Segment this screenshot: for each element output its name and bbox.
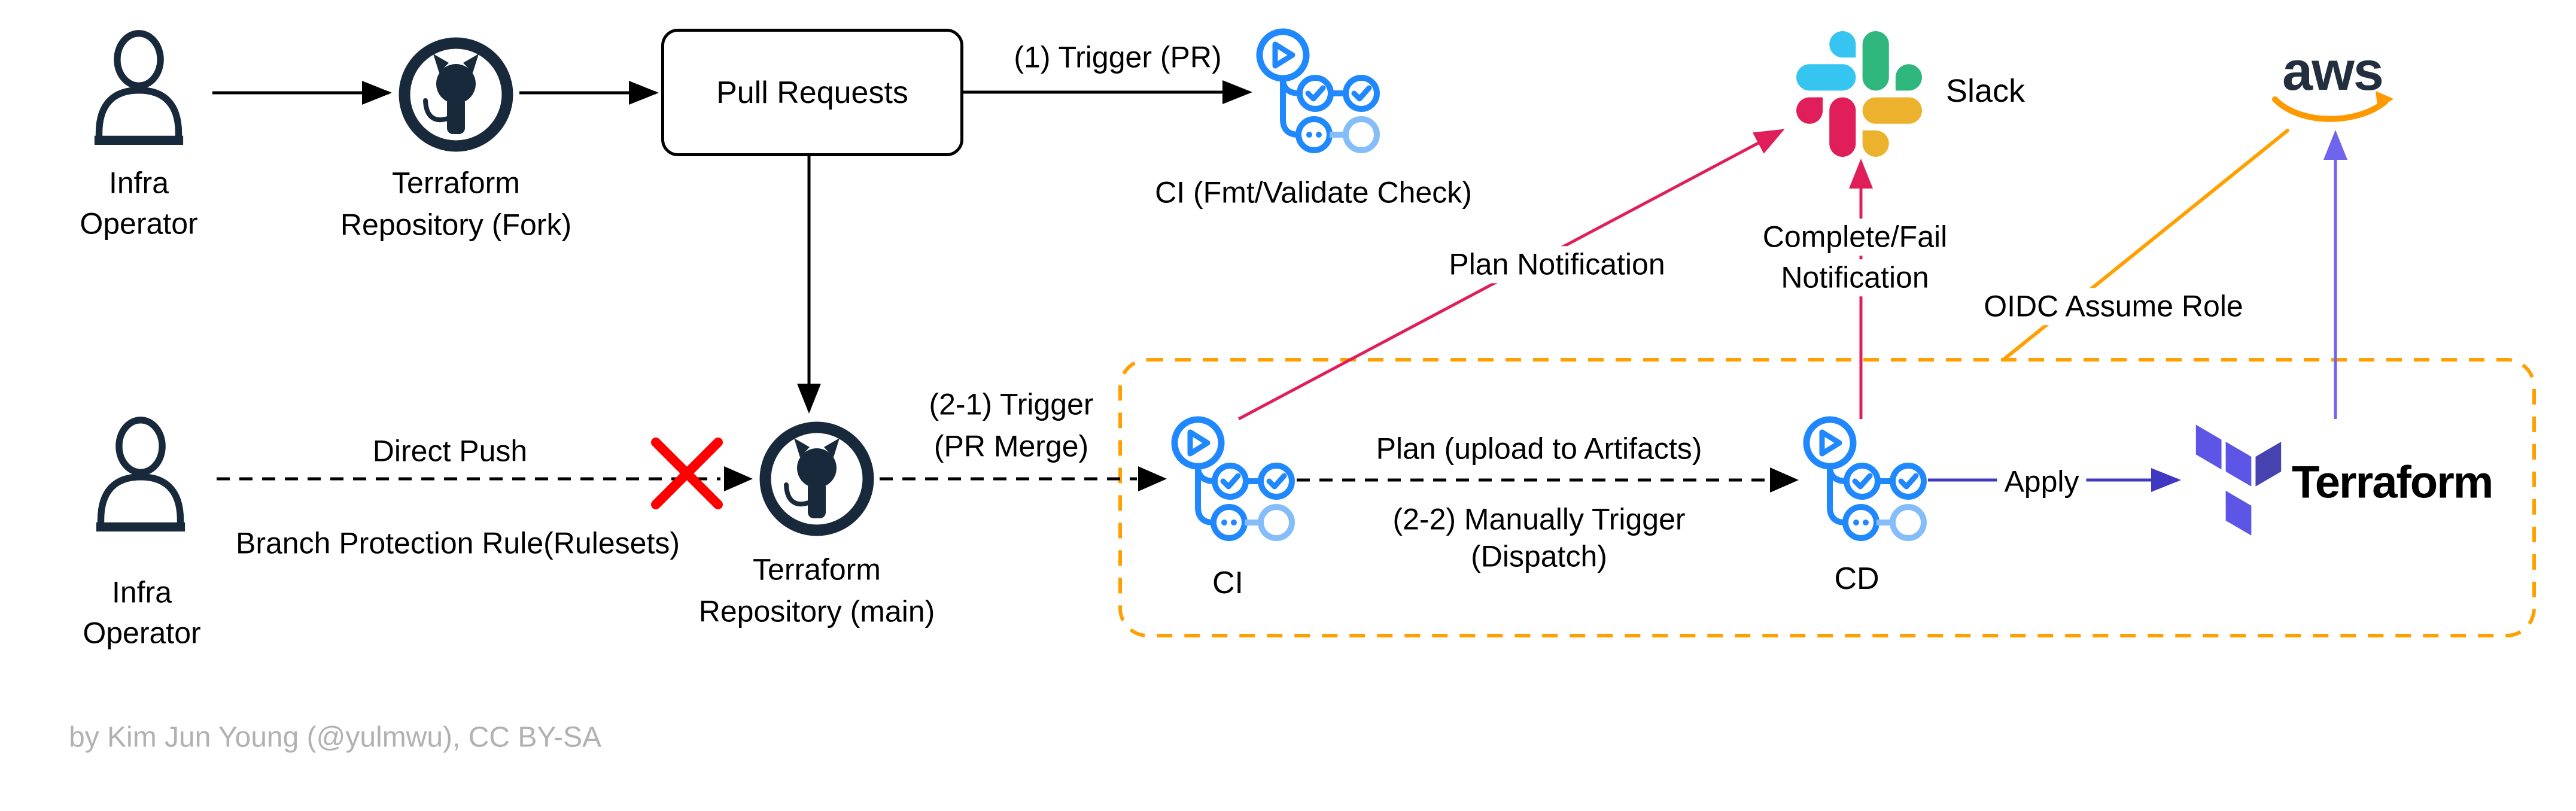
ci-check-workflow-icon bbox=[1256, 28, 1380, 153]
branch-protection-label: Branch Protection Rule(Rulesets) bbox=[236, 526, 680, 560]
oidc-assume-role-label: OIDC Assume Role bbox=[1976, 288, 2250, 325]
direct-push-label: Direct Push bbox=[372, 434, 528, 468]
pull-requests-label: Pull Requests bbox=[716, 75, 908, 110]
credit-text: by Kim Jun Young (@yulmwu), CC BY-SA bbox=[69, 721, 601, 754]
repo-fork-label-line1: Terraform bbox=[392, 166, 520, 200]
plan-upload-label: Plan (upload to Artifacts) bbox=[1376, 432, 1702, 466]
ci-label: CI bbox=[1212, 566, 1243, 601]
terraform-wordmark: Terraform bbox=[2292, 457, 2493, 508]
manual-trigger-label-line2: (Dispatch) bbox=[1471, 539, 1607, 573]
ci-check-label: CI (Fmt/Validate Check) bbox=[1155, 175, 1472, 209]
plan-notification-label: Plan Notification bbox=[1441, 246, 1672, 283]
aws-smile-icon bbox=[2272, 91, 2393, 122]
infra-operator-bottom-icon bbox=[96, 417, 185, 532]
trigger-pr-merge-label-line1: (2-1) Trigger bbox=[929, 387, 1094, 421]
repo-main-label-line1: Terraform bbox=[753, 552, 881, 587]
arrowhead-ci-to-cd bbox=[1770, 467, 1799, 493]
ci-workflow-icon bbox=[1171, 416, 1295, 541]
slack-logo-icon bbox=[1796, 31, 1922, 157]
blocked-x-icon bbox=[651, 438, 723, 509]
infra-operator-top-label-line1: Infra bbox=[108, 166, 169, 200]
complete-fail-label-line2: Notification bbox=[1774, 259, 1936, 296]
aws-wordmark: aws bbox=[2282, 41, 2384, 102]
trigger-pr-label: (1) Trigger (PR) bbox=[1014, 40, 1222, 74]
repo-main-label-line2: Repository (main) bbox=[698, 594, 935, 628]
trigger-pr-merge-label-line2: (PR Merge) bbox=[933, 429, 1089, 463]
github-fork-icon bbox=[399, 37, 513, 152]
cd-label: CD bbox=[1834, 561, 1879, 597]
repo-fork-label-line2: Repository (Fork) bbox=[340, 208, 572, 242]
cd-workflow-icon bbox=[1803, 416, 1927, 541]
complete-fail-label-line1: Complete/Fail bbox=[1755, 218, 1955, 256]
infra-operator-bottom-label-line1: Infra bbox=[111, 575, 172, 609]
arrowhead-main-to-ci bbox=[1138, 466, 1167, 491]
manual-trigger-label-line1: (2-2) Manually Trigger bbox=[1392, 502, 1686, 536]
pull-requests-box: Pull Requests bbox=[661, 29, 963, 156]
infra-operator-top-label-line2: Operator bbox=[80, 206, 198, 241]
infra-operator-top-icon bbox=[94, 30, 184, 145]
cicd-zone-dashed-border bbox=[1118, 358, 2536, 637]
apply-label: Apply bbox=[1997, 463, 2087, 500]
slack-label: Slack bbox=[1945, 72, 2025, 109]
terraform-logo-icon bbox=[2195, 424, 2282, 536]
arrowhead-direct-push bbox=[724, 466, 753, 491]
github-main-icon bbox=[759, 421, 874, 536]
line-oidc-assume-role bbox=[2002, 129, 2289, 362]
infra-operator-bottom-label-line2: Operator bbox=[83, 616, 201, 650]
